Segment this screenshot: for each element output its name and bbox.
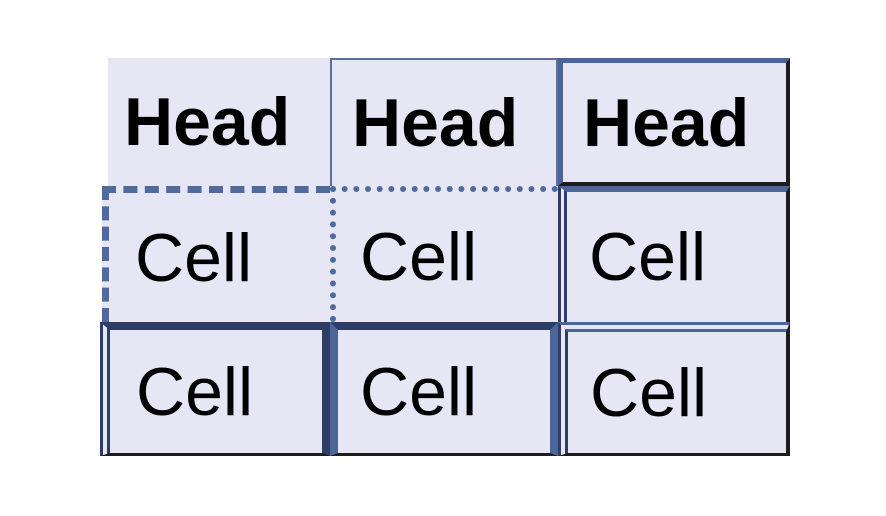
- cell-label: Cell: [136, 353, 254, 430]
- table-cell: Cell: [558, 322, 790, 456]
- header-cell: Head: [558, 58, 790, 186]
- header-label: Head: [352, 85, 519, 161]
- table-cell: Cell: [558, 186, 790, 322]
- table-cell: Cell: [330, 322, 558, 456]
- header-label: Head: [583, 84, 750, 161]
- cell-label: Cell: [589, 219, 707, 295]
- cell-label: Cell: [135, 219, 253, 296]
- header-label: Head: [124, 84, 291, 160]
- header-cell: Head: [108, 58, 330, 186]
- cell-label: Cell: [360, 353, 478, 430]
- table-cell: Cell: [100, 322, 330, 456]
- cell-label: Cell: [590, 354, 708, 431]
- cell-label: Cell: [360, 219, 478, 295]
- table-cell: Cell: [330, 186, 558, 322]
- table-cell: Cell: [102, 186, 330, 322]
- header-cell: Head: [330, 58, 558, 186]
